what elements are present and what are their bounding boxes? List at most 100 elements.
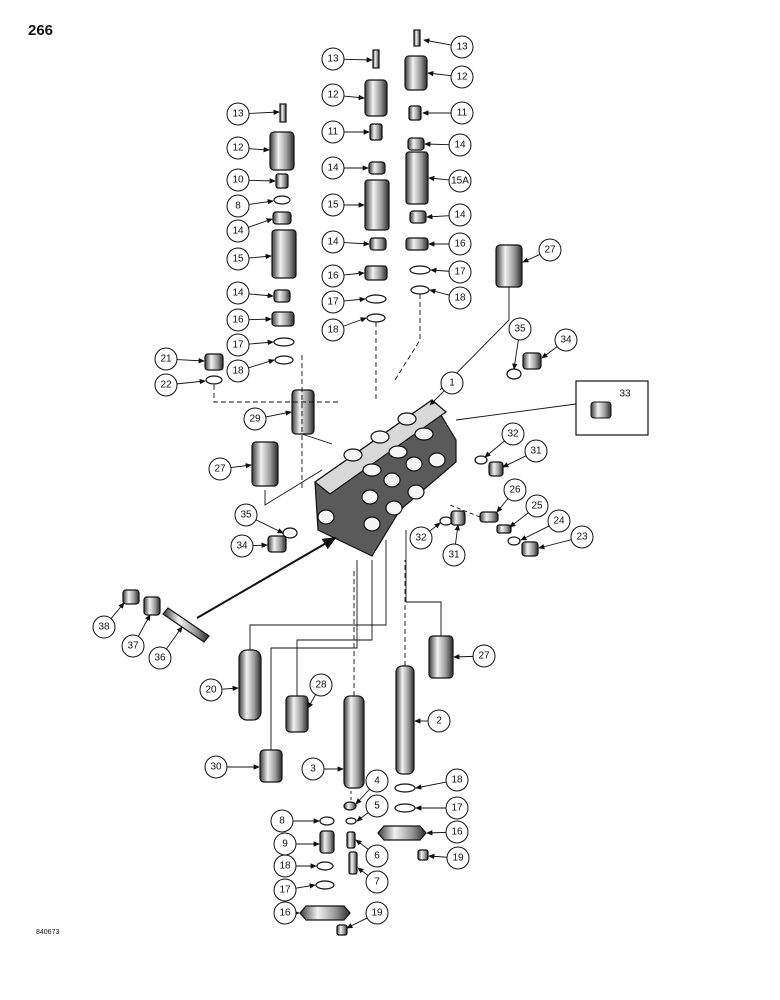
callout-bubble — [230, 534, 254, 558]
callout-bubble — [226, 136, 250, 160]
callout-27: 27 — [453, 644, 496, 668]
callout-label: 14 — [232, 288, 244, 299]
callout-leader — [502, 455, 527, 468]
callout-label: 12 — [232, 143, 244, 154]
callout-bubble — [270, 809, 294, 833]
callout-label: 23 — [576, 532, 588, 543]
callout-label: 37 — [127, 641, 139, 652]
callout-bubble — [448, 286, 472, 310]
callout-3: 3 — [301, 757, 344, 781]
part-spring-25 — [496, 524, 512, 534]
callout-leader — [355, 839, 369, 850]
callout-bubble — [503, 478, 527, 502]
callout-leader — [346, 917, 368, 929]
callout-15: 15 — [226, 247, 272, 271]
callout-leader — [454, 524, 460, 545]
callout-bubble — [525, 494, 549, 518]
callout-label: 29 — [249, 414, 261, 425]
callout-bubble — [321, 83, 345, 107]
callout-label: 38 — [98, 622, 110, 633]
part-washer-17-b — [365, 294, 387, 304]
callout-leader — [357, 867, 369, 876]
callout-label: 34 — [236, 541, 248, 552]
callout-label: 32 — [507, 429, 519, 440]
callout-bubble — [445, 820, 469, 844]
callout-label: 15A — [451, 176, 469, 187]
callout-bubble — [148, 646, 172, 670]
callout-bubble — [226, 102, 250, 126]
callout-16: 16 — [428, 232, 472, 256]
callout-leader — [430, 267, 450, 274]
callout-label: 15 — [232, 254, 244, 265]
callout-label: 24 — [553, 516, 565, 527]
callout-bubble — [226, 219, 250, 243]
callout-leader — [426, 830, 447, 836]
callout-14: 14 — [226, 218, 273, 243]
callout-12: 12 — [226, 136, 270, 160]
callout-label: 22 — [160, 380, 172, 391]
callout-16: 16 — [273, 901, 300, 925]
callout-bubble — [321, 156, 345, 180]
callout-19: 19 — [346, 901, 389, 929]
part-oring-18-b — [366, 313, 386, 323]
callout-37: 37 — [121, 614, 151, 658]
callout-bubble — [273, 901, 297, 925]
callout-leader — [512, 339, 519, 370]
callout-34: 34 — [541, 328, 578, 359]
callout-label: 18 — [327, 325, 339, 336]
callout-11: 11 — [422, 101, 474, 125]
callout-bubble — [226, 247, 250, 271]
callout-9: 9 — [273, 832, 320, 856]
callout-14: 14 — [321, 156, 369, 180]
callout-leader — [221, 685, 239, 692]
callout-leader — [248, 358, 275, 369]
part-retainer-16-a — [405, 237, 429, 251]
part-spring-7 — [348, 851, 358, 875]
callout-bubble — [365, 870, 389, 894]
callout-label: 13 — [456, 42, 468, 53]
callout-leader — [538, 539, 572, 550]
part-seat-14-d — [369, 237, 387, 251]
part-spring-15-b — [364, 179, 390, 231]
part-oring-18-c — [274, 355, 294, 365]
callout-leader — [343, 296, 366, 303]
part-oring-32-upper — [474, 455, 488, 465]
part-oring-5 — [345, 817, 357, 825]
part-washer-17-e — [315, 880, 335, 890]
part-bolt-36 — [162, 607, 210, 643]
callout-bubble — [321, 264, 345, 288]
callout-label: 11 — [328, 127, 339, 138]
callout-label: 19 — [452, 853, 464, 864]
callout-label: 2 — [436, 716, 442, 727]
callout-label: 6 — [374, 851, 380, 862]
callout-15: 15 — [321, 193, 365, 217]
callout-label: 8 — [235, 201, 241, 212]
callout-bubble — [450, 101, 474, 125]
callout-label: 30 — [210, 762, 222, 773]
callout-bubble — [226, 359, 250, 383]
callout-10: 10 — [226, 168, 276, 192]
callout-bubble — [450, 35, 474, 59]
callout-leader — [427, 70, 452, 77]
callout-label: 9 — [282, 839, 288, 850]
callout-bubble — [234, 503, 258, 527]
part-washer-17-a — [409, 265, 431, 275]
callout-leader — [165, 626, 183, 650]
callout-label: 28 — [315, 680, 327, 691]
callout-23: 23 — [538, 525, 594, 550]
callout-leader — [255, 519, 284, 534]
part-capscrew-13-a — [413, 29, 421, 47]
part-seat-14-b — [409, 210, 427, 224]
callout-bubble — [365, 794, 389, 818]
callout-bubble — [199, 678, 223, 702]
callout-label: 17 — [451, 803, 463, 814]
callout-bubble — [445, 796, 469, 820]
part-washer-17-d — [394, 803, 416, 813]
part-plug-33 — [590, 401, 612, 419]
callout-label: 27 — [478, 651, 490, 662]
part-spool-2 — [395, 665, 415, 775]
callout-35: 35 — [508, 317, 532, 370]
callout-bubble — [508, 317, 532, 341]
callout-leader — [248, 339, 274, 346]
callout-leader — [415, 781, 447, 790]
